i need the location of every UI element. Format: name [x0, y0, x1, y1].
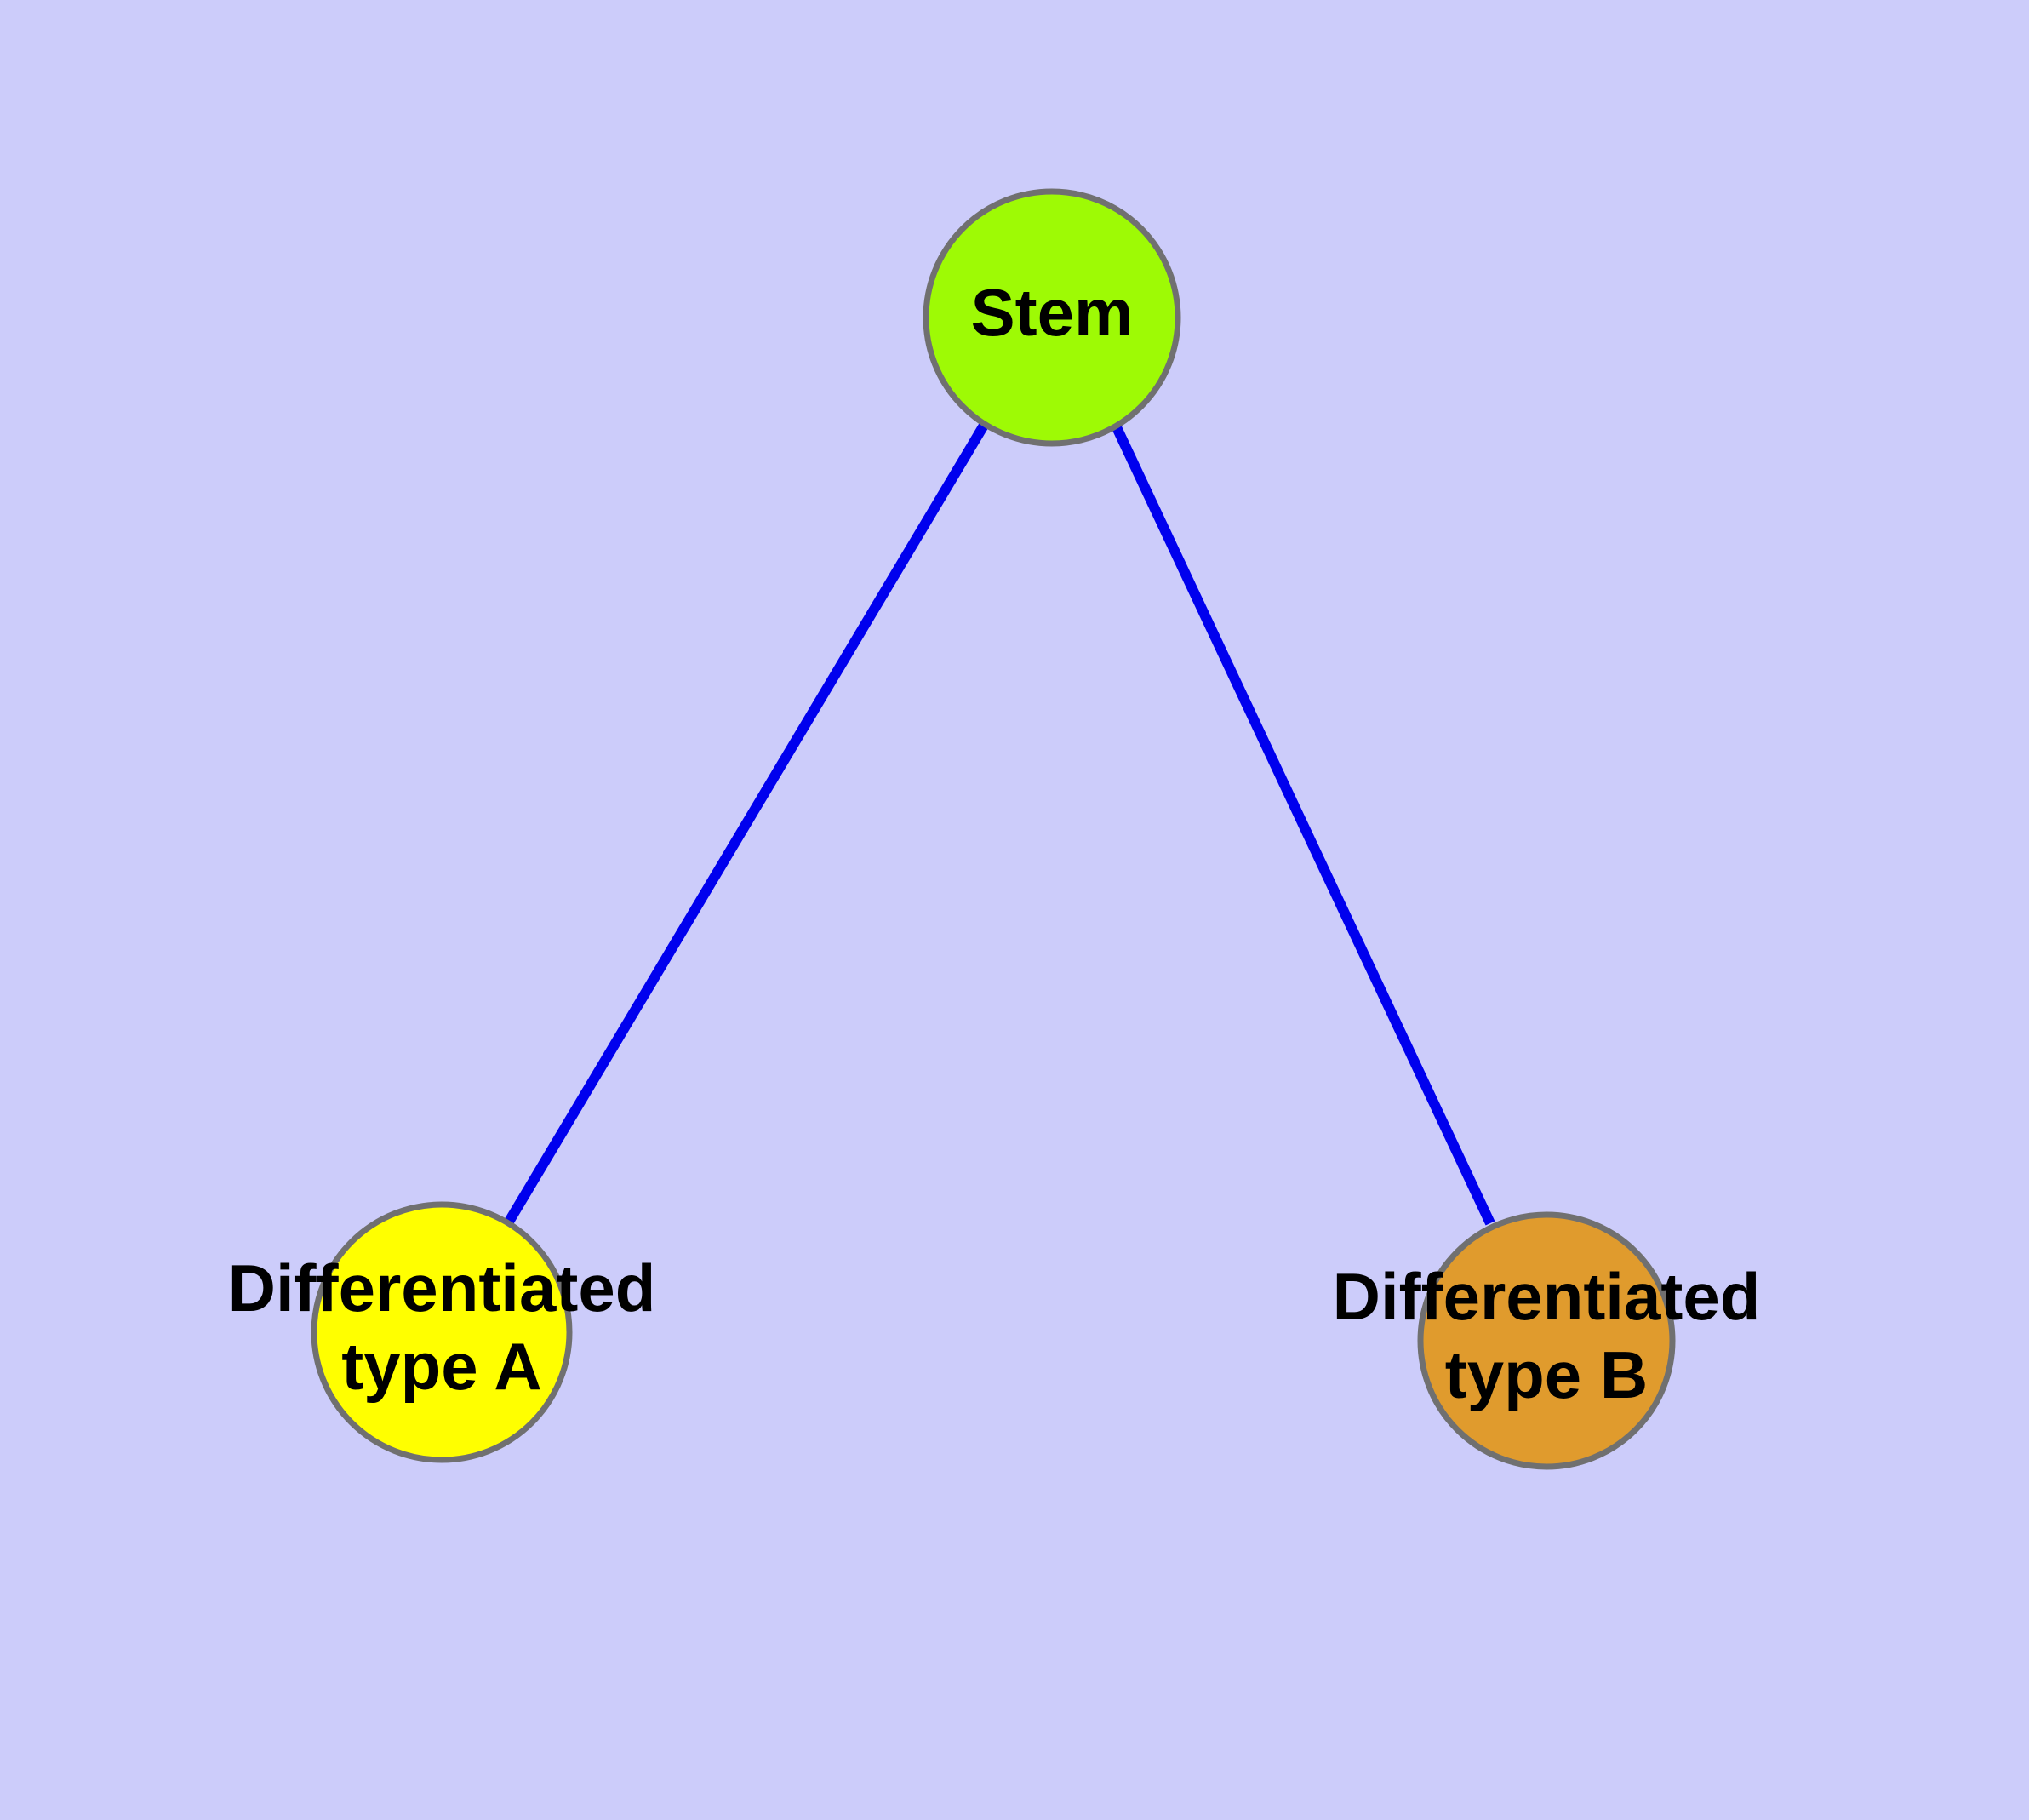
edge-stem-to-differentiated-type-b[interactable] — [1111, 423, 1495, 1226]
node-label-line: type A — [341, 1329, 542, 1404]
node-label-line: Stem — [971, 275, 1134, 350]
node-circle-differentiated-type-a[interactable] — [311, 1201, 573, 1463]
node-label-line: type B — [1445, 1337, 1648, 1412]
node-circle-differentiated-type-b[interactable] — [1417, 1211, 1676, 1470]
node-label-line: Differentiated — [1333, 1259, 1761, 1334]
edge-layer — [504, 421, 1495, 1226]
node-label-line: Differentiated — [228, 1251, 656, 1325]
edge-stem-to-differentiated-type-a[interactable] — [504, 421, 990, 1225]
node-layer — [311, 188, 1676, 1470]
node-circle-stem[interactable] — [923, 188, 1181, 447]
node-label-stem: Stem — [971, 275, 1134, 350]
